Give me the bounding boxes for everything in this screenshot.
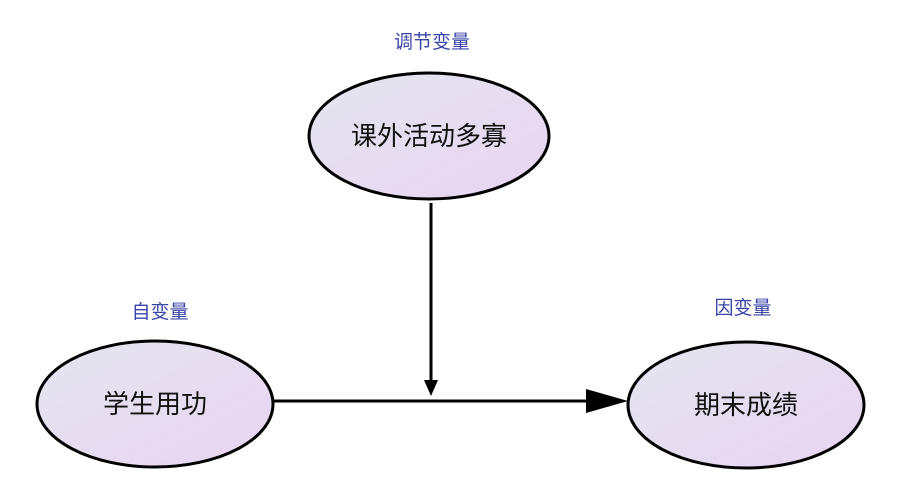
moderator-node: 课外活动多寡 bbox=[307, 71, 551, 201]
main-effect-arrowhead bbox=[586, 389, 628, 413]
dependent-node-label: 期末成绩 bbox=[694, 391, 798, 421]
moderation-arrowhead bbox=[424, 380, 438, 396]
independent-ellipse bbox=[35, 339, 275, 469]
main-effect-arrow bbox=[274, 389, 628, 413]
moderator-node-label: 课外活动多寡 bbox=[351, 122, 507, 152]
independent-role-label: 自变量 bbox=[131, 301, 188, 323]
moderator-ellipse bbox=[307, 71, 551, 201]
independent-node-label: 学生用功 bbox=[103, 390, 207, 420]
dependent-node: 期末成绩 bbox=[626, 340, 866, 470]
independent-node: 学生用功 bbox=[35, 339, 275, 469]
moderator-role-label: 调节变量 bbox=[394, 31, 470, 53]
dependent-role-label: 因变量 bbox=[714, 297, 771, 319]
dependent-ellipse bbox=[626, 340, 866, 470]
moderation-arrow bbox=[424, 203, 438, 396]
